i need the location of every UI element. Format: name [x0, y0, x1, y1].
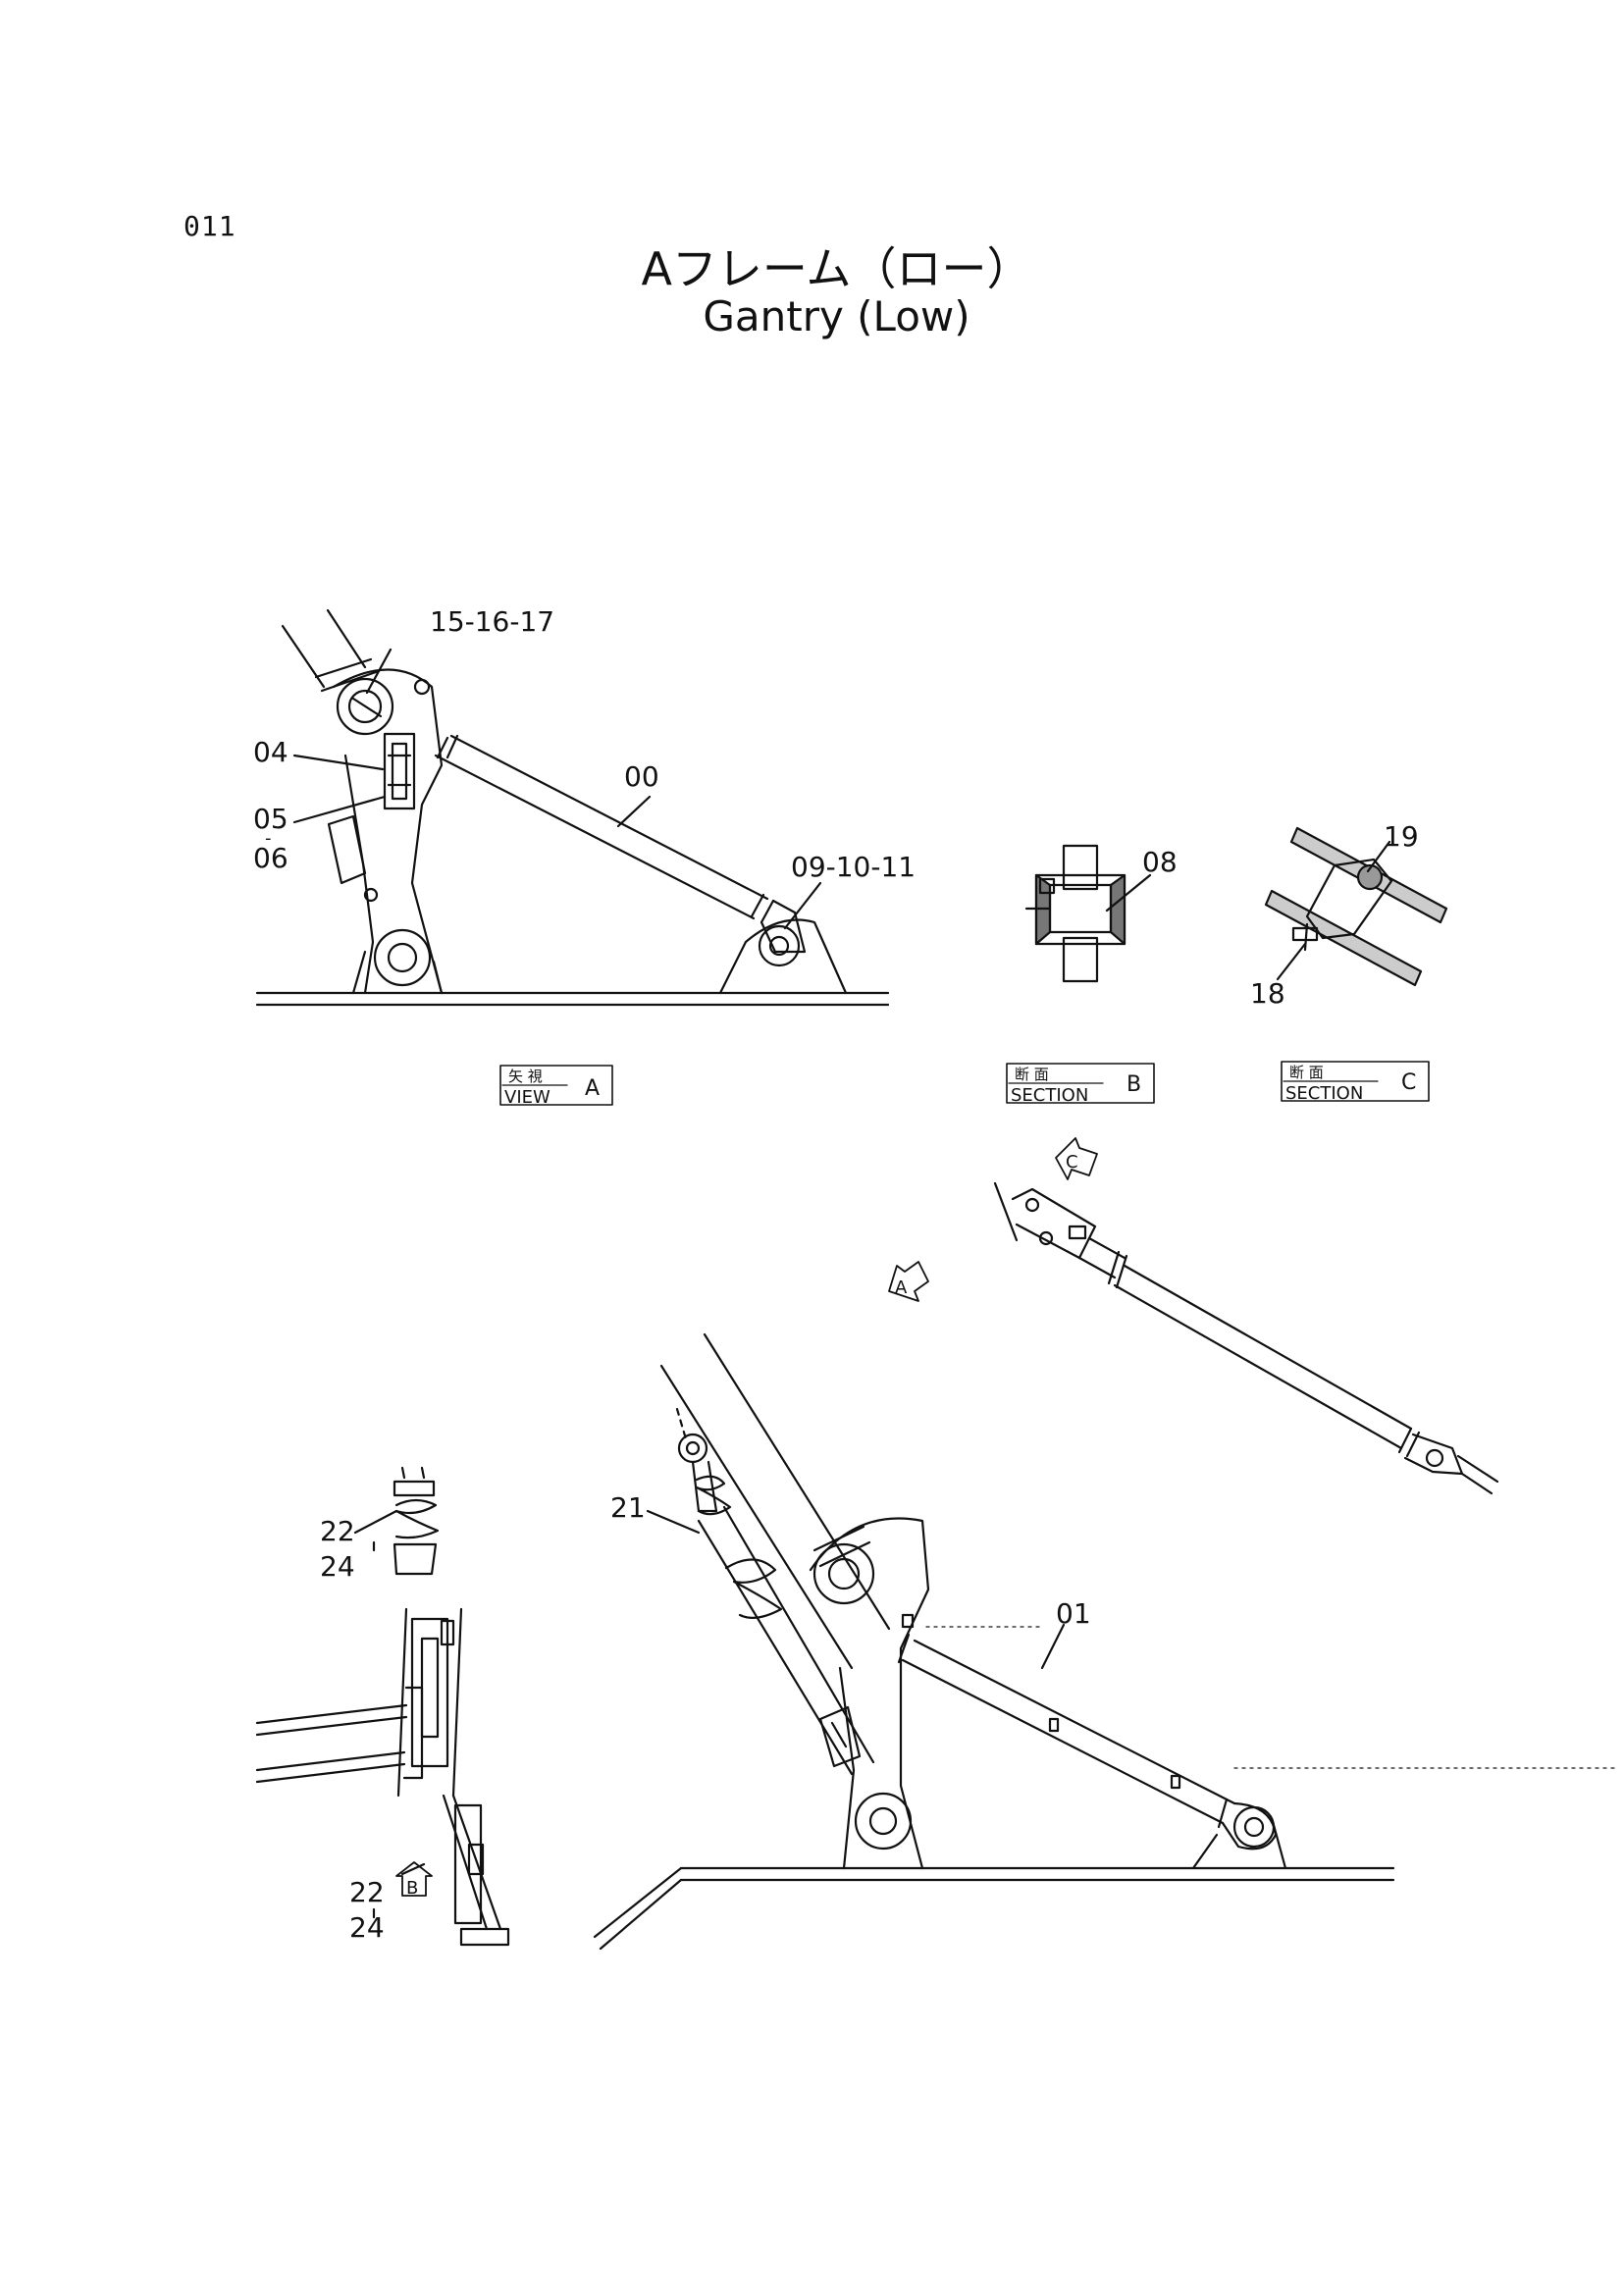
side-detail-drawing — [255, 1466, 510, 1947]
label-24-bottom: 24 — [349, 1911, 385, 1944]
view-a-leaders — [292, 648, 822, 930]
label-05: 05 — [253, 803, 288, 835]
label-06: 06 — [253, 842, 288, 874]
section-c-drawing — [1264, 826, 1448, 987]
label-09-10-11: 09-10-11 — [791, 851, 916, 883]
caption-section-b-en: SECTION — [1011, 1085, 1088, 1106]
title-english: Gantry (Low) — [703, 292, 970, 340]
label-22-bottom: 22 — [349, 1876, 385, 1908]
page-number: 011 — [183, 210, 236, 242]
strut-detail-drawing — [993, 1181, 1499, 1495]
caption-section-c-jp: 断 面 — [1289, 1064, 1324, 1081]
caption-view-a-letter: A — [585, 1076, 600, 1101]
leader-22-top — [353, 1509, 398, 1535]
view-arrow-a: A — [888, 1261, 929, 1302]
leader-21 — [646, 1509, 701, 1535]
label-19: 19 — [1384, 820, 1419, 853]
section-b-drawing — [1024, 844, 1126, 983]
caption-section-b-jp: 断 面 — [1015, 1066, 1049, 1083]
label-00: 00 — [624, 760, 659, 793]
view-arrow-c: C — [1055, 1137, 1098, 1180]
view-a-drawing — [255, 608, 890, 1007]
caption-view-a-jp: 矢 視 — [508, 1068, 543, 1085]
leader-22-bottom — [400, 1862, 426, 1876]
caption-section-c-en: SECTION — [1285, 1083, 1363, 1104]
title-japanese: Aフレーム（ロー） — [641, 242, 1032, 295]
leader-18 — [1276, 942, 1307, 981]
leader-19 — [1366, 840, 1391, 873]
view-arrow-a-letter: A — [895, 1277, 908, 1298]
caption-view-a: 矢 視 VIEW A — [499, 1065, 613, 1108]
caption-section-b: 断 面 SECTION B — [1006, 1063, 1155, 1106]
label-24-top: 24 — [320, 1550, 355, 1583]
label-22-top: 22 — [320, 1515, 355, 1547]
label-05-dash: - — [265, 828, 272, 849]
caption-section-b-letter: B — [1126, 1072, 1141, 1097]
label-04: 04 — [253, 736, 288, 768]
view-arrow-b: B — [395, 1861, 433, 1899]
caption-section-c: 断 面 SECTION C — [1281, 1061, 1430, 1104]
view-arrow-b-letter: B — [406, 1878, 418, 1899]
label-21: 21 — [610, 1491, 646, 1524]
label-08: 08 — [1142, 846, 1178, 878]
label-18: 18 — [1250, 977, 1285, 1010]
label-15-16-17: 15-16-17 — [430, 605, 554, 638]
gantry-main-drawing — [593, 1332, 1620, 1951]
label-01: 01 — [1056, 1597, 1091, 1630]
leader-01 — [1040, 1623, 1066, 1670]
view-arrow-c-letter: C — [1066, 1152, 1078, 1173]
caption-view-a-en: VIEW — [504, 1087, 550, 1108]
leader-08 — [1105, 873, 1152, 912]
caption-section-c-letter: C — [1401, 1070, 1416, 1095]
